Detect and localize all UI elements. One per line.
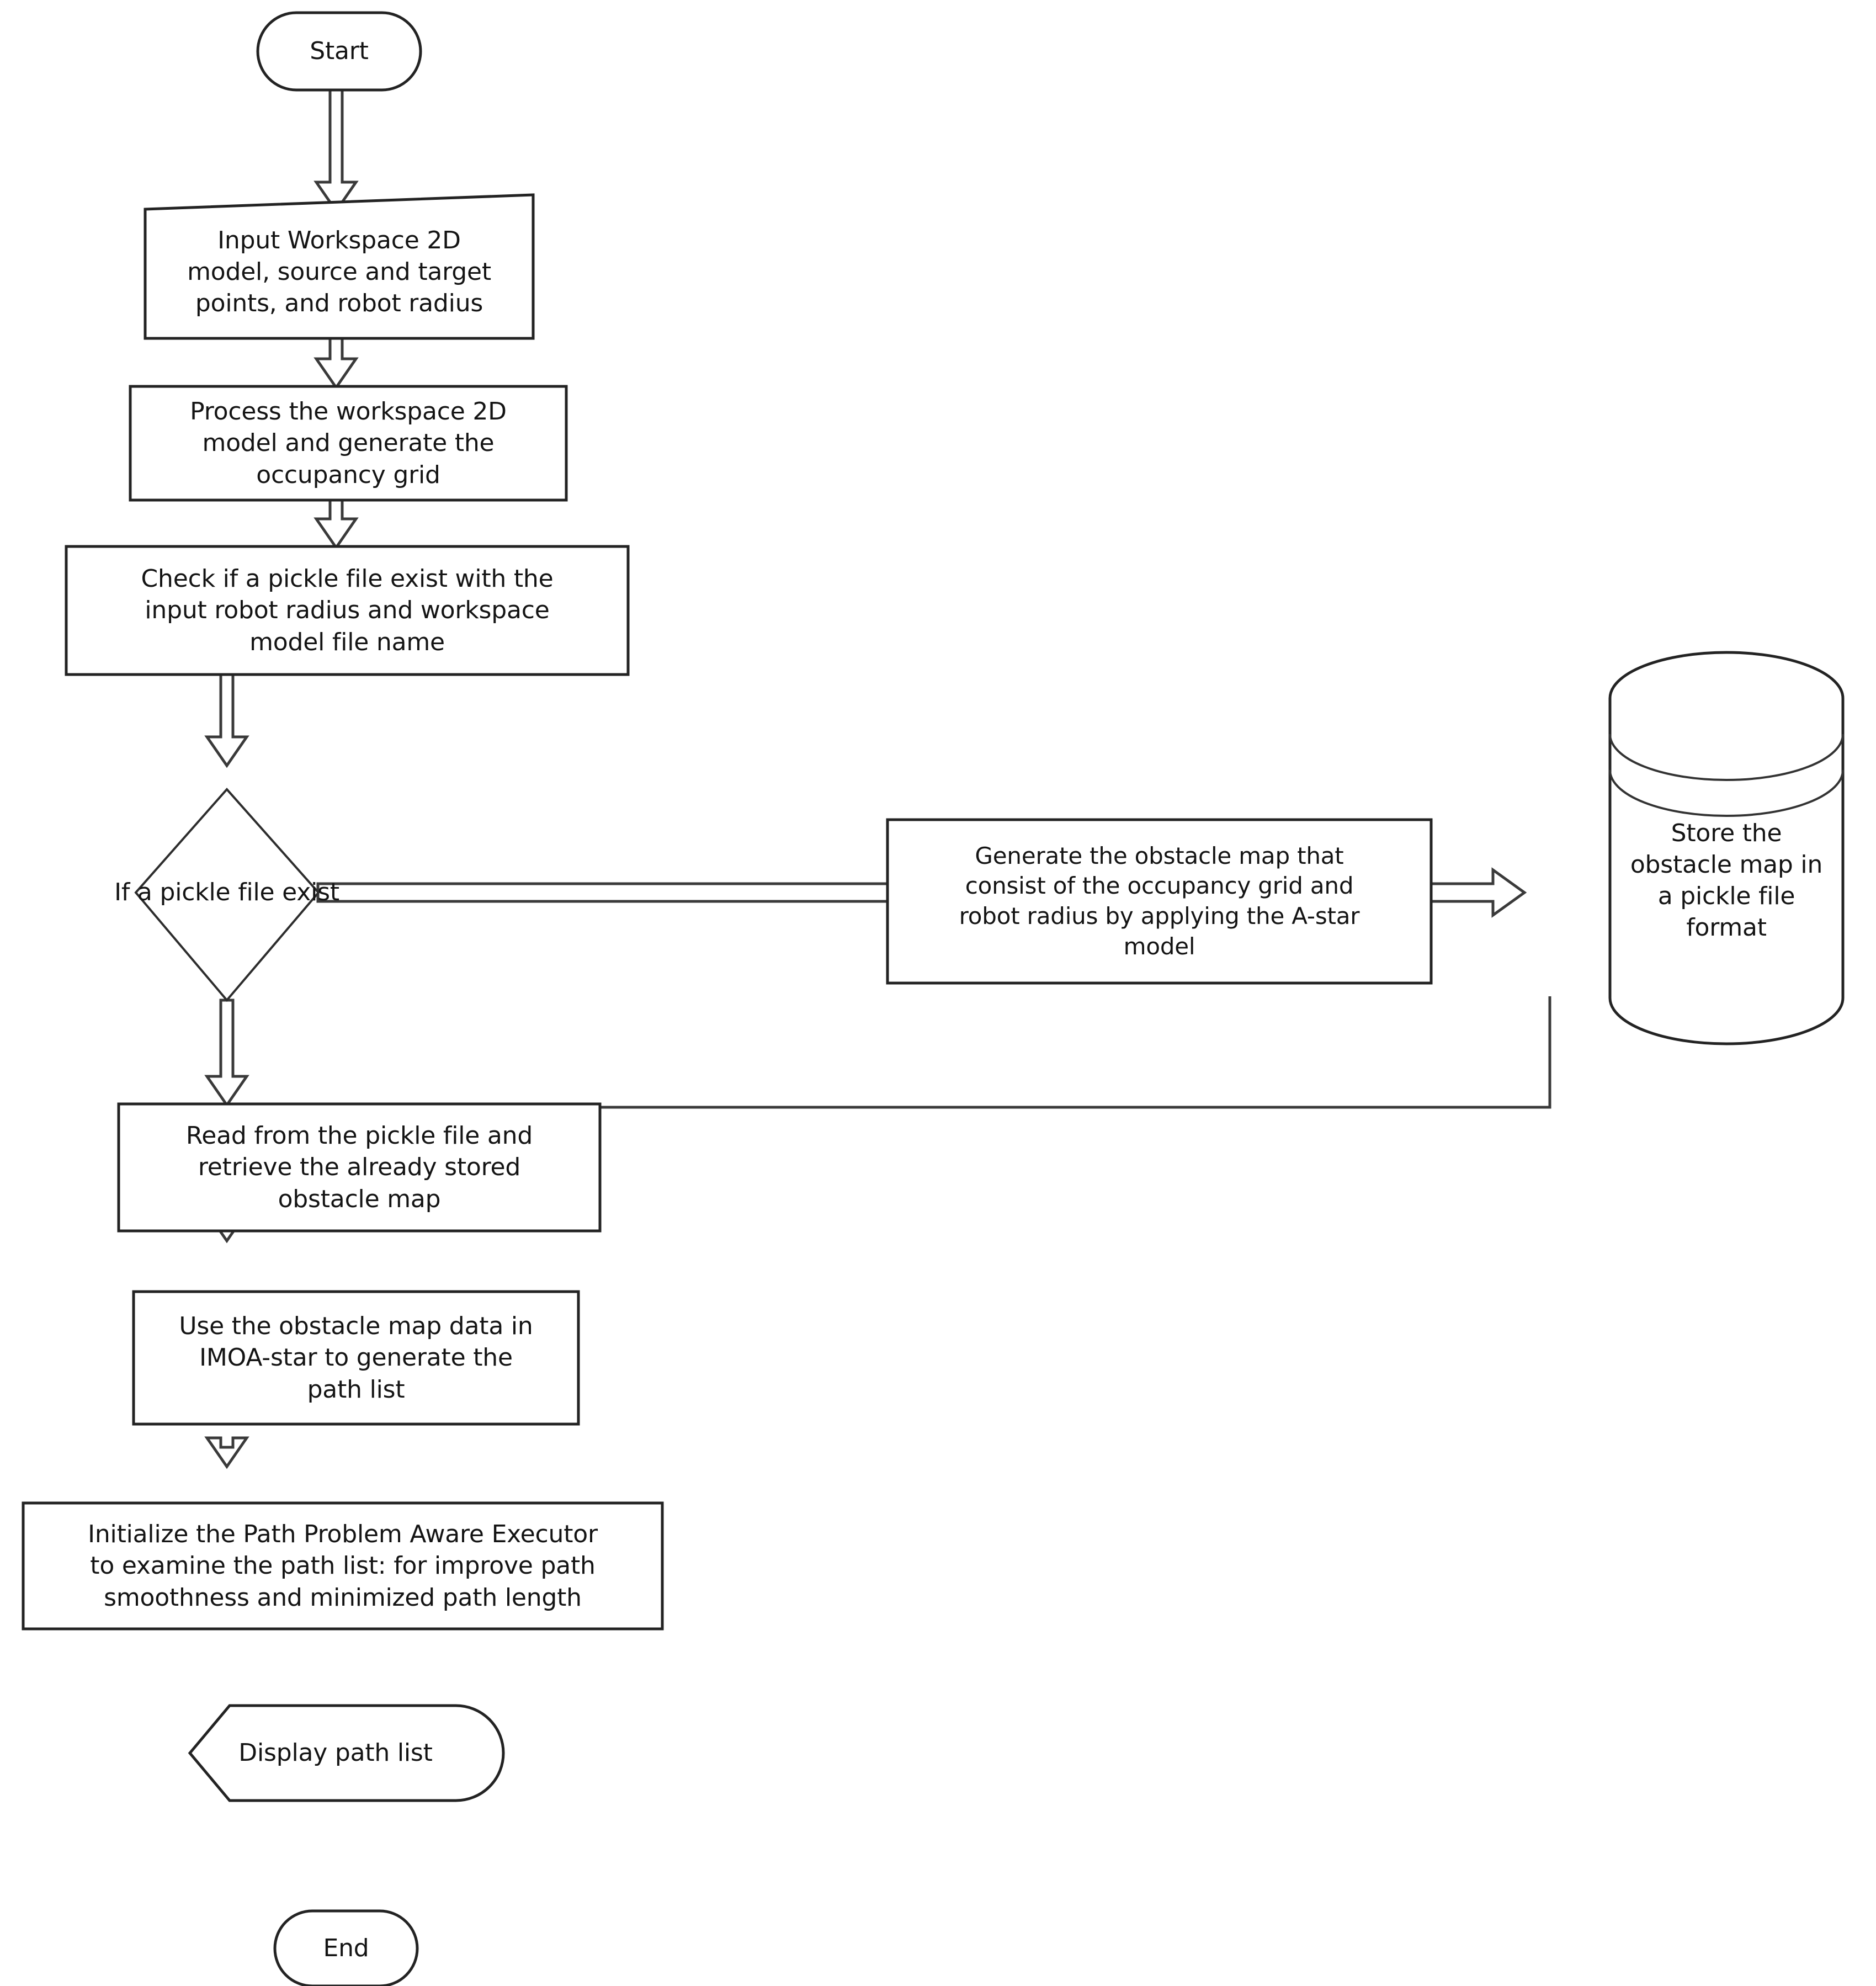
node-init-executor-shape[interactable] [22,1501,664,1631]
edge-decision-to-read [204,999,249,1108]
node-input-workspace-shape[interactable] [144,193,535,340]
edge-start-to-input [313,87,359,214]
node-read-pickle-shape[interactable] [117,1102,602,1233]
node-store-pickle-shape[interactable] [1608,651,1845,1045]
node-end-shape[interactable] [273,1909,419,1986]
node-process-workspace-shape[interactable] [129,385,568,502]
node-generate-obstacle-map-shape[interactable] [886,818,1433,985]
node-check-pickle-shape[interactable] [65,545,630,676]
edge-display-to-end [204,1436,249,1469]
edge-store-to-read [261,996,1551,1109]
node-decision-pickle-shape[interactable] [134,787,320,1002]
edge-decision-to-generate [316,867,939,918]
node-start-shape[interactable] [256,11,422,92]
node-use-imoa-shape[interactable] [132,1290,580,1426]
node-display-path-list-shape[interactable] [188,1704,505,1802]
